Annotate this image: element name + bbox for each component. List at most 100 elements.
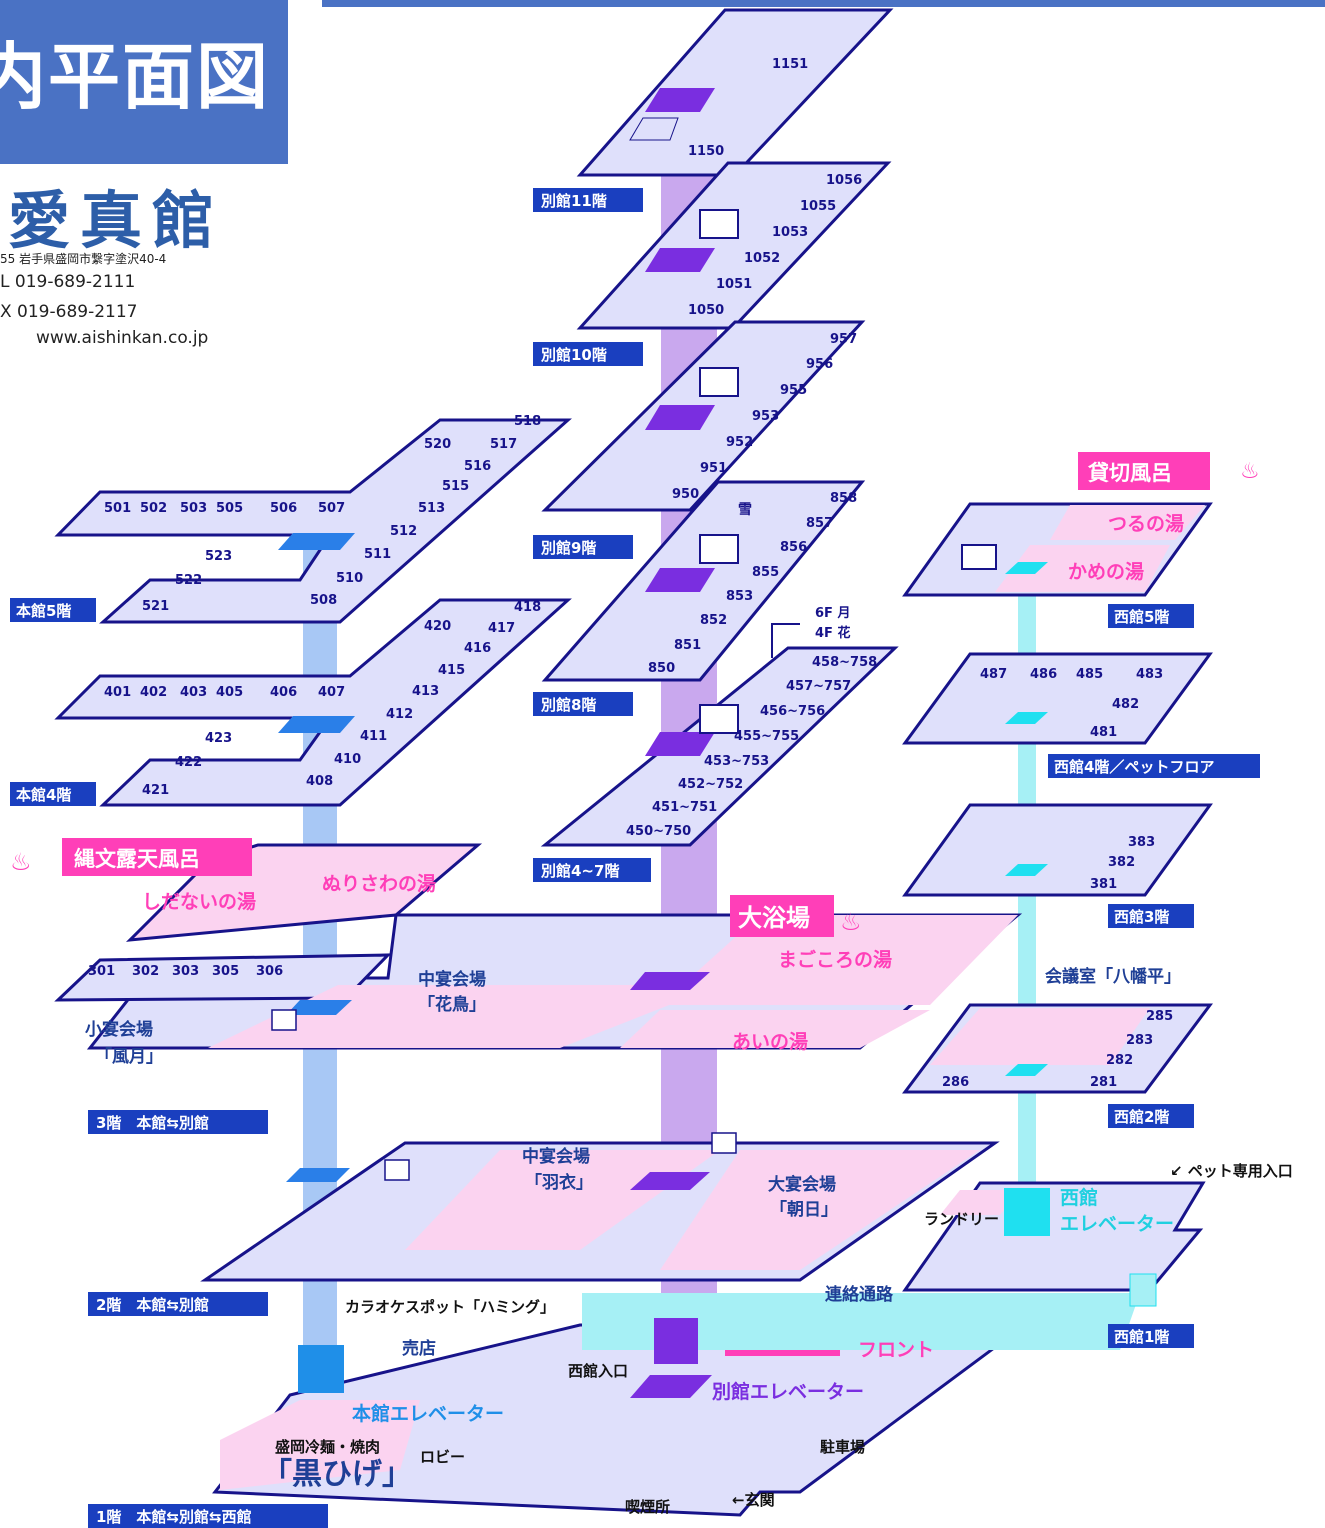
room-523: 523: [205, 549, 232, 564]
west-elevator-icon: [1004, 1188, 1050, 1236]
floor-label-1: 1階 本館⇆別館⇆西館: [88, 1504, 328, 1528]
room-416: 416: [464, 641, 491, 656]
room-482: 482: [1112, 697, 1139, 712]
svg-text:西館5階: 西館5階: [1114, 608, 1169, 626]
restroom-icon: [699, 209, 739, 239]
room-486: 486: [1030, 667, 1057, 682]
ai-bath: あいの湯: [732, 1031, 808, 1053]
floor-label-annex9: 別館9階: [533, 535, 633, 559]
room-420: 420: [424, 619, 451, 634]
room-505: 505: [216, 501, 243, 516]
room-302: 302: [132, 964, 159, 979]
west-2f-rooms: 285 283 282 281 286: [942, 1009, 1173, 1090]
annex-10f-rooms: 1056 1055 1053 1052 1051 1050: [688, 173, 862, 318]
annex-4-7f: 6F 月 4F 花: [540, 606, 899, 847]
room-415: 415: [438, 663, 465, 678]
room-502: 502: [140, 501, 167, 516]
room-507: 507: [318, 501, 345, 516]
main-4f-rooms: 401 402 403 405 406 407 420 417 418 416 …: [104, 600, 541, 798]
room-402: 402: [140, 685, 167, 700]
asahi-hall: 大宴会場: [768, 1174, 836, 1195]
floor-label-west5: 西館5階: [1108, 604, 1194, 628]
parking: 駐車場: [820, 1438, 865, 1456]
floor-label-2: 2階 本館⇆別館: [88, 1292, 268, 1316]
room-303: 303: [172, 964, 199, 979]
room-1052: 1052: [744, 251, 780, 266]
room-305: 305: [212, 964, 239, 979]
annex-8f: 雪: [541, 480, 866, 682]
room-952: 952: [726, 435, 753, 450]
hotel-website[interactable]: www.aishinkan.co.jp: [36, 328, 209, 348]
restroom-icon: [699, 534, 739, 564]
west-1f: ↙ ペット専用入口 ランドリー 西館 エレベーター: [902, 1162, 1293, 1307]
svg-text:本館4階: 本館4階: [16, 786, 71, 804]
annex-10f: [576, 161, 892, 330]
svg-text:本館5階: 本館5階: [16, 602, 71, 620]
room-856: 856: [780, 540, 807, 555]
floor-label-west4: 西館4階／ペットフロア: [1048, 754, 1260, 778]
pet-entrance: ↙ ペット専用入口: [1170, 1162, 1293, 1180]
main-4f: [54, 598, 572, 807]
room-953: 953: [752, 409, 779, 424]
main-entrance: ←玄関: [732, 1491, 775, 1509]
room-283: 283: [1126, 1033, 1153, 1048]
room-517: 517: [490, 437, 517, 452]
room-487: 487: [980, 667, 1007, 682]
room-450-750: 450~750: [626, 824, 691, 839]
room-422: 422: [175, 755, 202, 770]
floor4-note: 4F 花: [815, 625, 850, 641]
room-408: 408: [306, 774, 333, 789]
west-3f: [902, 803, 1213, 897]
room-1151: 1151: [772, 57, 808, 72]
floor-label-3: 3階 本館⇆別館: [88, 1110, 268, 1134]
floor-label-annex11: 別館11階: [533, 188, 643, 212]
room-382: 382: [1108, 855, 1135, 870]
room-405: 405: [216, 685, 243, 700]
room-850: 850: [648, 661, 675, 676]
hot-spring-icon: ♨: [10, 848, 32, 876]
asahi-hall-name: 「朝日」: [770, 1199, 838, 1220]
room-1056: 1056: [826, 173, 862, 188]
room-457-757: 457~757: [786, 679, 851, 694]
hotel-address: 55 岩手県盛岡市繋字塗沢40-4: [0, 252, 167, 266]
svg-text:西館2階: 西館2階: [1114, 1108, 1169, 1126]
room-282: 282: [1106, 1053, 1133, 1068]
fugetsu-hall: 小宴会場: [85, 1019, 153, 1040]
west-elevator-label-2: エレベーター: [1060, 1213, 1174, 1235]
room-455-755: 455~755: [734, 729, 799, 744]
room-852: 852: [700, 613, 727, 628]
svg-text:西館1階: 西館1階: [1114, 1328, 1169, 1346]
west-5f: ♨ 貸切風呂 つるの湯 かめの湯: [902, 452, 1260, 597]
daiyokujo-label-bg: [730, 895, 834, 937]
svg-text:1階 本館⇆別館⇆西館: 1階 本館⇆別館⇆西館: [96, 1508, 252, 1526]
annex-8f-rooms: 858 857 856 855 853 852 851 850: [648, 491, 857, 676]
room-411: 411: [360, 729, 387, 744]
fugetsu-hall-name: 「風月」: [95, 1046, 163, 1067]
top-bar: [322, 0, 1325, 7]
floor-3-rooms: 301 302 303 305 306: [88, 964, 283, 979]
restroom-icon: [384, 1159, 410, 1181]
annex-11f-rooms: 1151 1150: [688, 57, 808, 159]
shop: 売店: [402, 1338, 436, 1359]
front-desk-marker: [725, 1350, 840, 1356]
west-2f: 会議室「八幡平」: [902, 966, 1213, 1094]
private-bath-label: 貸切風呂: [1087, 461, 1172, 485]
hotel-fax: X 019-689-2117: [0, 302, 138, 322]
floor-1: 連絡通路 カラオケスポット「ハミング」 売店 西館入口 フロント 別館エレベータ…: [212, 1284, 1140, 1517]
room-521: 521: [142, 599, 169, 614]
restroom-icon: [271, 1009, 297, 1031]
main-5f-rooms: 501 502 503 505 506 507 520 517 518 516 …: [104, 414, 541, 614]
floor-label-main5: 本館5階: [10, 598, 96, 622]
room-858: 858: [830, 491, 857, 506]
svg-text:別館9階: 別館9階: [540, 539, 596, 557]
front-desk: フロント: [858, 1339, 934, 1361]
hotel-tel: L 019-689-2111: [0, 272, 136, 292]
restaurant-subtitle: 盛岡冷麺・焼肉: [275, 1438, 380, 1456]
room-1150: 1150: [688, 144, 724, 159]
room-518: 518: [514, 414, 541, 429]
room-515: 515: [442, 479, 469, 494]
room-413: 413: [412, 684, 439, 699]
west-4f: [902, 652, 1213, 745]
room-281: 281: [1090, 1075, 1117, 1090]
